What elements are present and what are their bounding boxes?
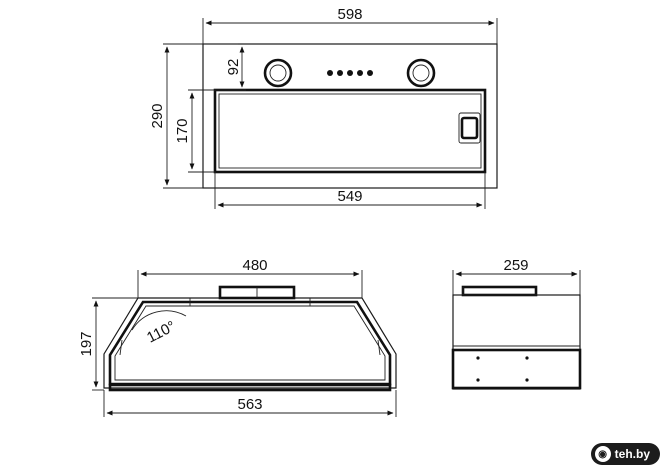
dim-170-label: 170 <box>174 118 191 143</box>
dim-259: 259 <box>452 257 581 295</box>
dim-290: 290 <box>149 43 203 189</box>
left-knob <box>263 58 293 88</box>
dim-92-label: 92 <box>225 59 242 76</box>
dim-598-label: 598 <box>337 6 362 23</box>
dim-563: 563 <box>103 390 397 417</box>
angle-label: 110° <box>144 318 178 347</box>
filter-panel <box>213 88 487 174</box>
dim-549: 549 <box>214 172 486 209</box>
front-outline <box>202 43 498 189</box>
dim-598: 598 <box>202 6 498 44</box>
dim-549-label: 549 <box>337 188 362 205</box>
dim-480: 480 <box>137 257 363 298</box>
camera-icon: ◉ <box>594 446 611 462</box>
control-buttons <box>327 70 373 76</box>
right-knob <box>406 58 436 88</box>
dim-170: 170 <box>174 89 215 173</box>
dim-563-label: 563 <box>237 396 262 413</box>
watermark-text: teh.by <box>614 447 650 461</box>
side-view: 259 <box>451 257 582 390</box>
dim-290-label: 290 <box>149 103 166 128</box>
watermark-badge: ◉ teh.by <box>590 443 660 465</box>
dim-197: 197 <box>78 297 138 391</box>
dim-480-label: 480 <box>242 257 267 274</box>
dim-259-label: 259 <box>503 257 528 274</box>
front-view: 598 92 290 170 549 <box>149 6 498 209</box>
dim-197-label: 197 <box>78 331 95 356</box>
body-view: 110° 480 197 563 <box>78 257 397 417</box>
dim-92: 92 <box>203 43 246 91</box>
